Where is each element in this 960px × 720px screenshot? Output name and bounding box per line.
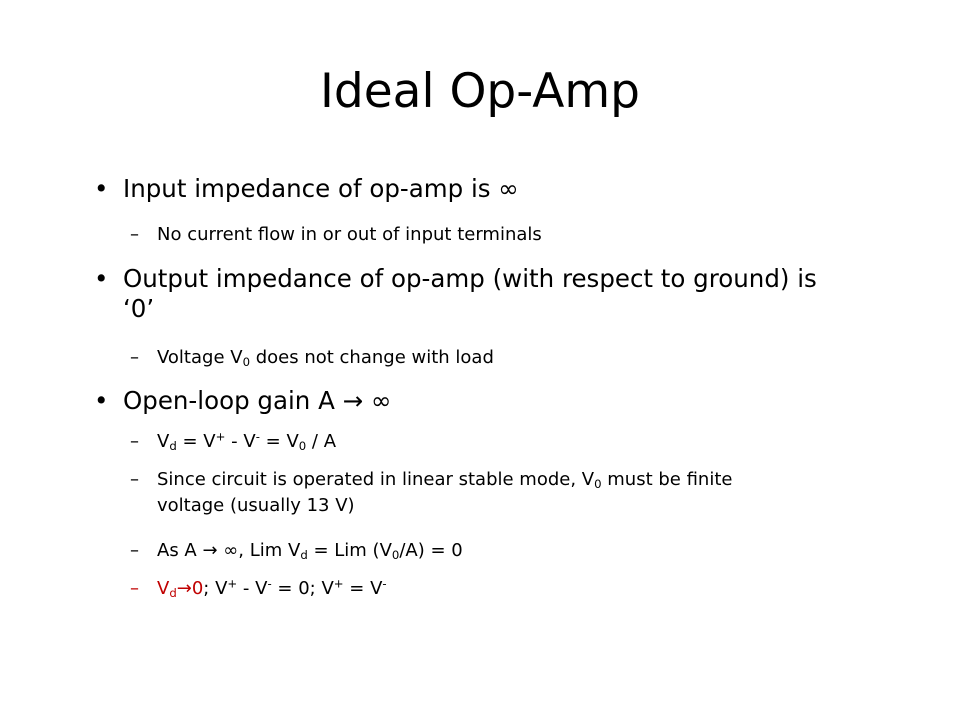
- dash-marker: –: [130, 578, 139, 599]
- bullet-text: Open-loop gain A → ∞: [123, 386, 392, 415]
- sub-bullet-as-a: – As A → ∞, Lim Vd = Lim (V0/A) = 0: [130, 538, 890, 564]
- bullet-output-impedance: • Output impedance of op-amp (with respe…: [94, 264, 896, 324]
- dash-marker: –: [130, 347, 139, 368]
- bullet-marker: •: [94, 174, 109, 203]
- dash-marker: –: [130, 540, 139, 561]
- bullet-text-line1: Output impedance of op-amp (with respect…: [123, 264, 817, 293]
- bullet-text: Input impedance of op-amp is ∞: [123, 174, 519, 203]
- arrow-icon: →: [176, 578, 192, 599]
- sub-bullet-vd-equation: – Vd = V+ - V- = V0 / A: [130, 429, 890, 455]
- dash-marker: –: [130, 224, 139, 245]
- sub-bullet-text-line2: voltage (usually 13 V): [157, 495, 355, 516]
- sub-bullet-text-line1: Since circuit is operated in linear stab…: [157, 469, 733, 491]
- bullet-marker: •: [94, 264, 109, 293]
- sub-bullet-text: No current flow in or out of input termi…: [157, 224, 542, 245]
- arrow-icon: →: [342, 386, 364, 415]
- sub-bullet-text: Vd→0; V+ - V- = 0; V+ = V-: [157, 576, 387, 600]
- sub-bullet-since-circuit: – Since circuit is operated in linear st…: [130, 467, 890, 519]
- dash-marker: –: [130, 469, 139, 490]
- dash-marker: –: [130, 431, 139, 452]
- sub-bullet-no-current: – No current flow in or out of input ter…: [130, 222, 890, 248]
- slide-title: Ideal Op-Amp: [320, 64, 640, 119]
- sub-bullet-text: Vd = V+ - V- = V0 / A: [157, 429, 337, 453]
- sub-bullet-text: As A → ∞, Lim Vd = Lim (V0/A) = 0: [157, 540, 463, 562]
- vd-red: Vd→0: [157, 578, 204, 600]
- sub-bullet-text: Voltage V0 does not change with load: [157, 347, 494, 369]
- sub-bullet-voltage-load: – Voltage V0 does not change with load: [130, 345, 890, 371]
- bullet-input-impedance: • Input impedance of op-amp is ∞: [94, 174, 896, 204]
- arrow-icon: →: [202, 540, 218, 561]
- bullet-text-line2: ‘0’: [123, 294, 155, 323]
- bullet-marker: •: [94, 386, 109, 415]
- sub-bullet-vd-zero: – Vd→0; V+ - V- = 0; V+ = V-: [130, 576, 890, 602]
- bullet-open-loop-gain: • Open-loop gain A → ∞: [94, 386, 896, 416]
